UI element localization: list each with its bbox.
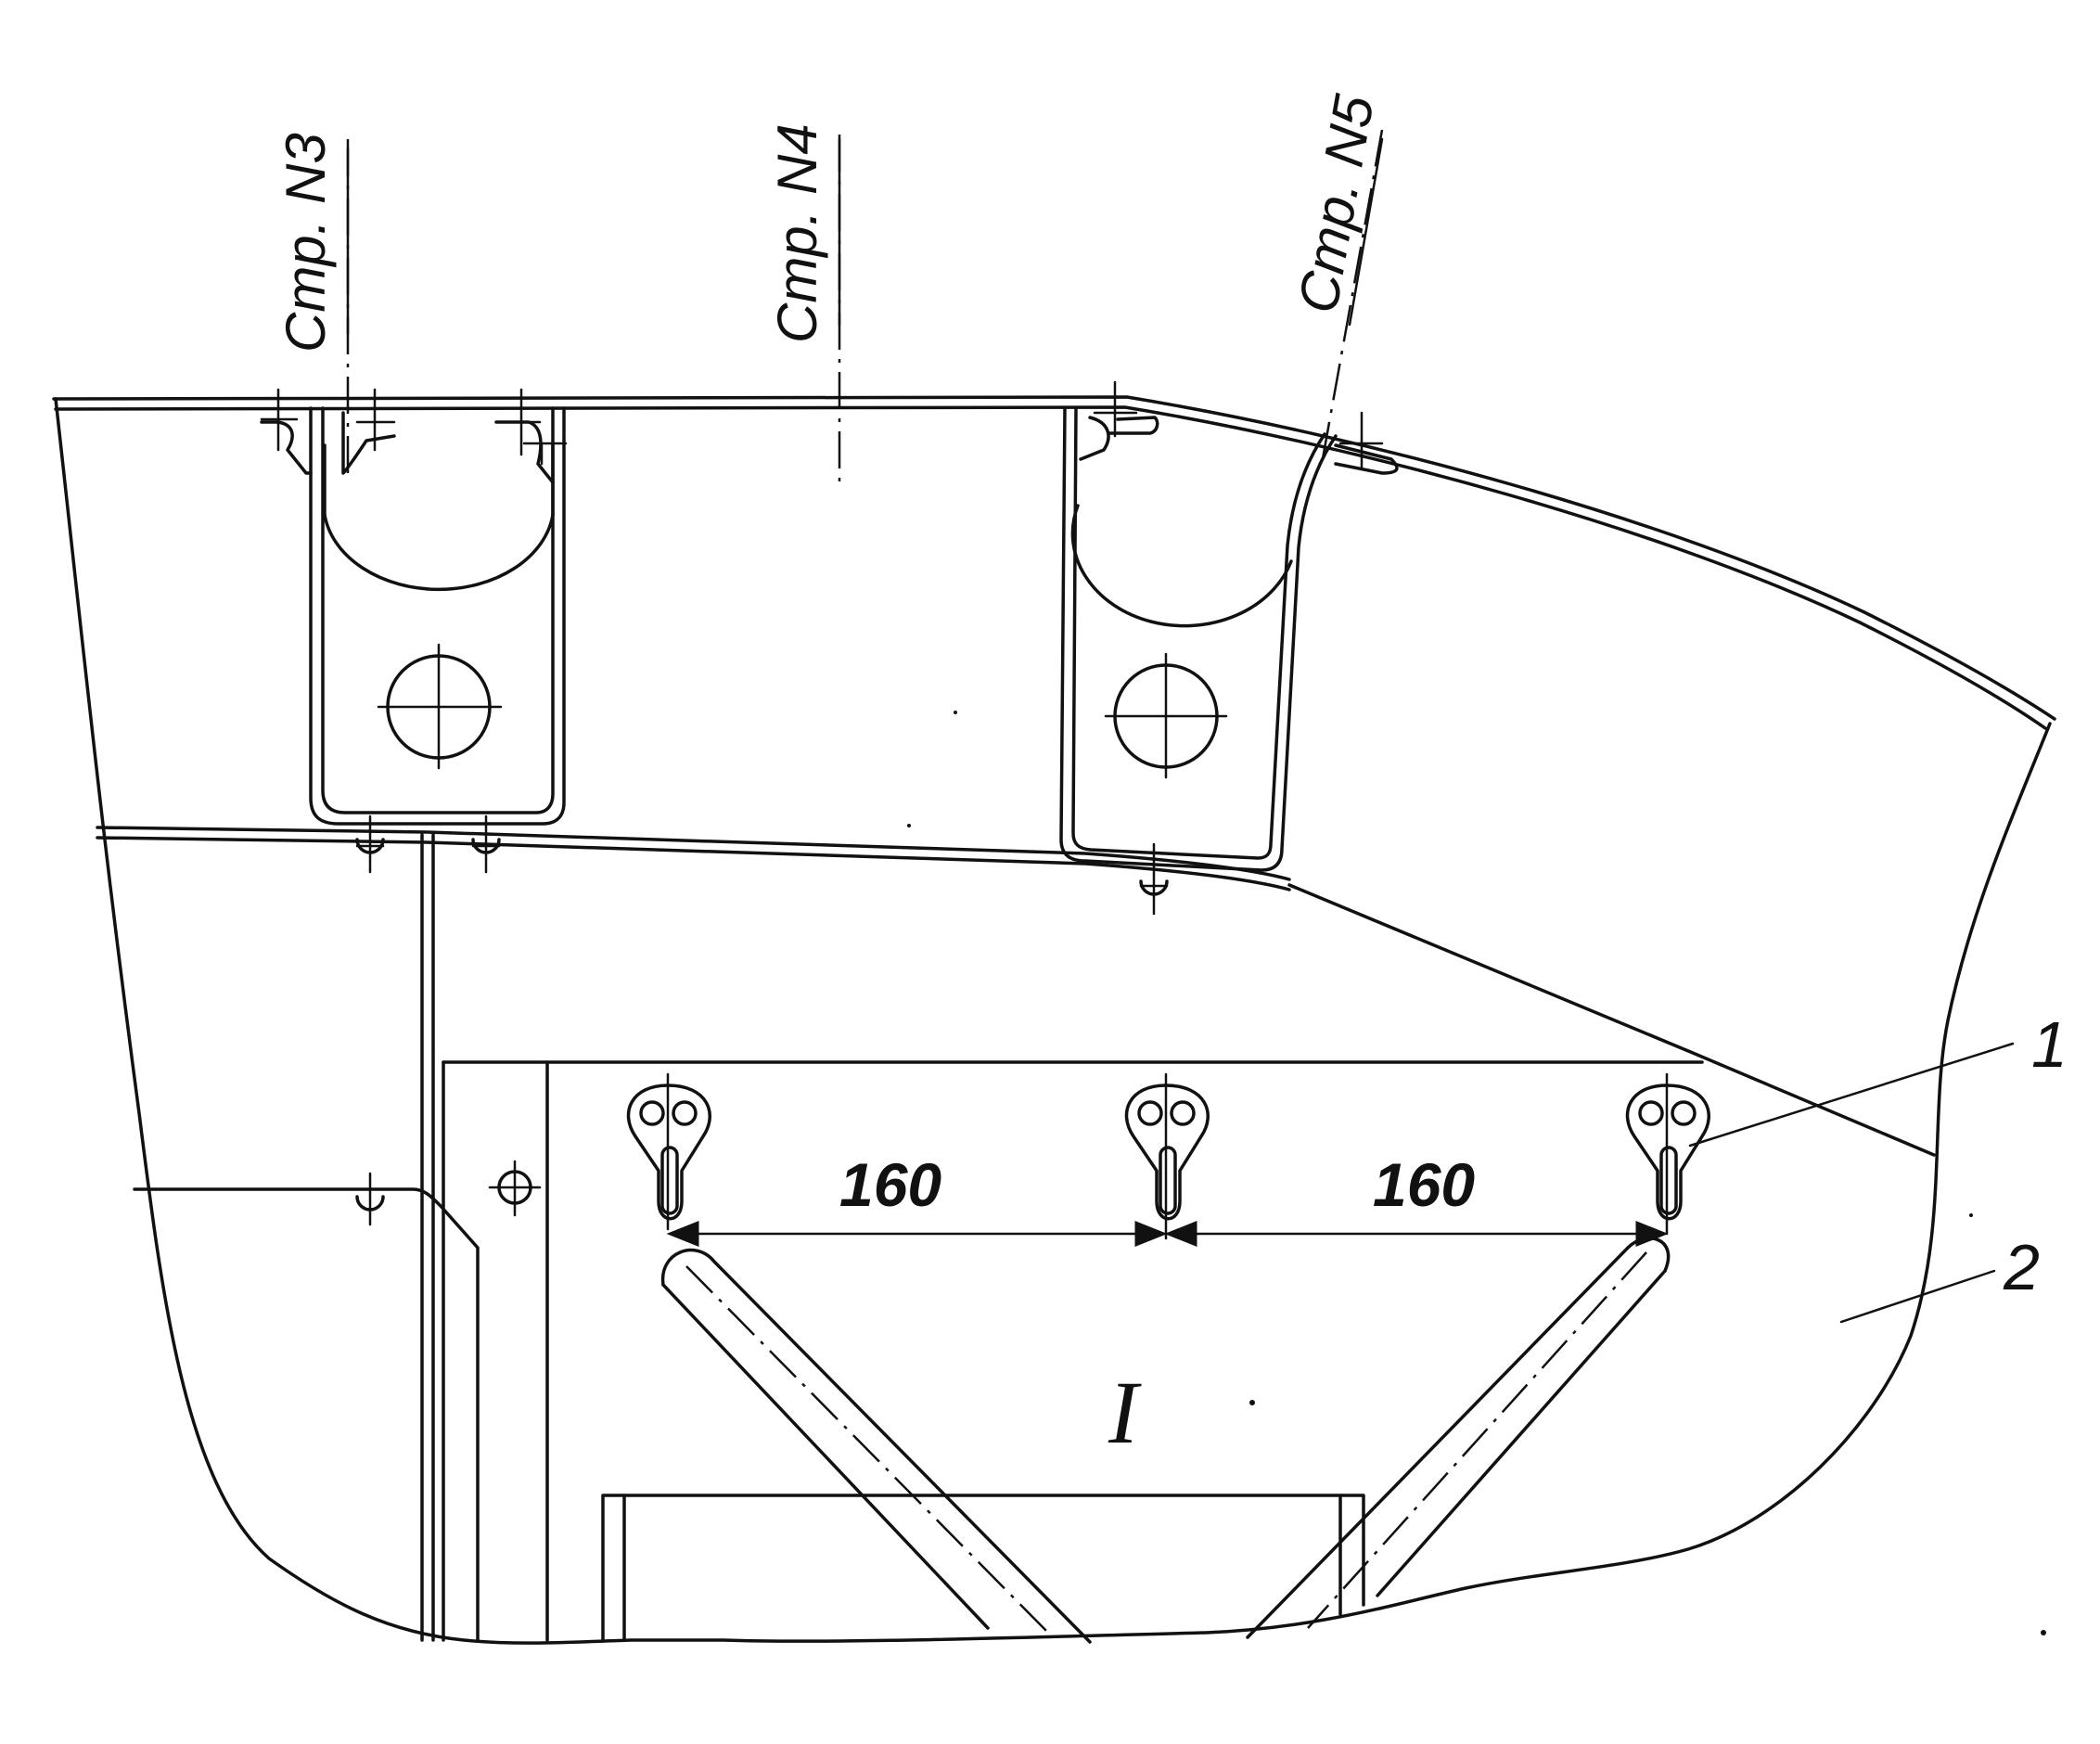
speck [954,711,957,714]
callout-2-leader [1839,1269,1996,1324]
right-diagonal-strut [1246,1237,1671,1639]
left-diagonal-strut [660,1248,1092,1644]
frame-n3-label: Cmp. N3 [275,133,337,353]
hull-break-line [54,397,2052,1645]
callout-1-leader [1688,1042,2015,1148]
speck [2041,1630,2046,1635]
vertical-stiffener [133,833,549,1642]
lug-middle [1124,1072,1210,1240]
callout-2-number: 2 [2003,1231,2040,1303]
speck [907,824,911,827]
callout-1-number: 1 [2031,1008,2068,1081]
frame-n5-web [1059,380,1399,916]
lug-right [1625,1072,1710,1236]
hole-mark-left [488,1160,542,1217]
lower-longitudinal [96,826,1291,881]
upper-plating [52,395,2056,721]
lower-longitudinal-inner [96,836,1291,891]
zone-label: I [1108,1363,1142,1462]
sloping-girder [1287,883,1936,1157]
bottom-plate [601,1494,1365,1642]
frame-n3-web [260,388,568,874]
dimension-label-right: 160 [1373,1150,1475,1219]
frame-n4-label: Cmp. N4 [766,123,828,343]
upper-plating-inner [54,405,2047,730]
speck [1969,1213,1973,1217]
lug-left [626,1072,711,1231]
dimension-label-left: 160 [839,1150,941,1219]
frame-n5-line [1320,129,1384,465]
dot-mark [1249,1400,1255,1405]
